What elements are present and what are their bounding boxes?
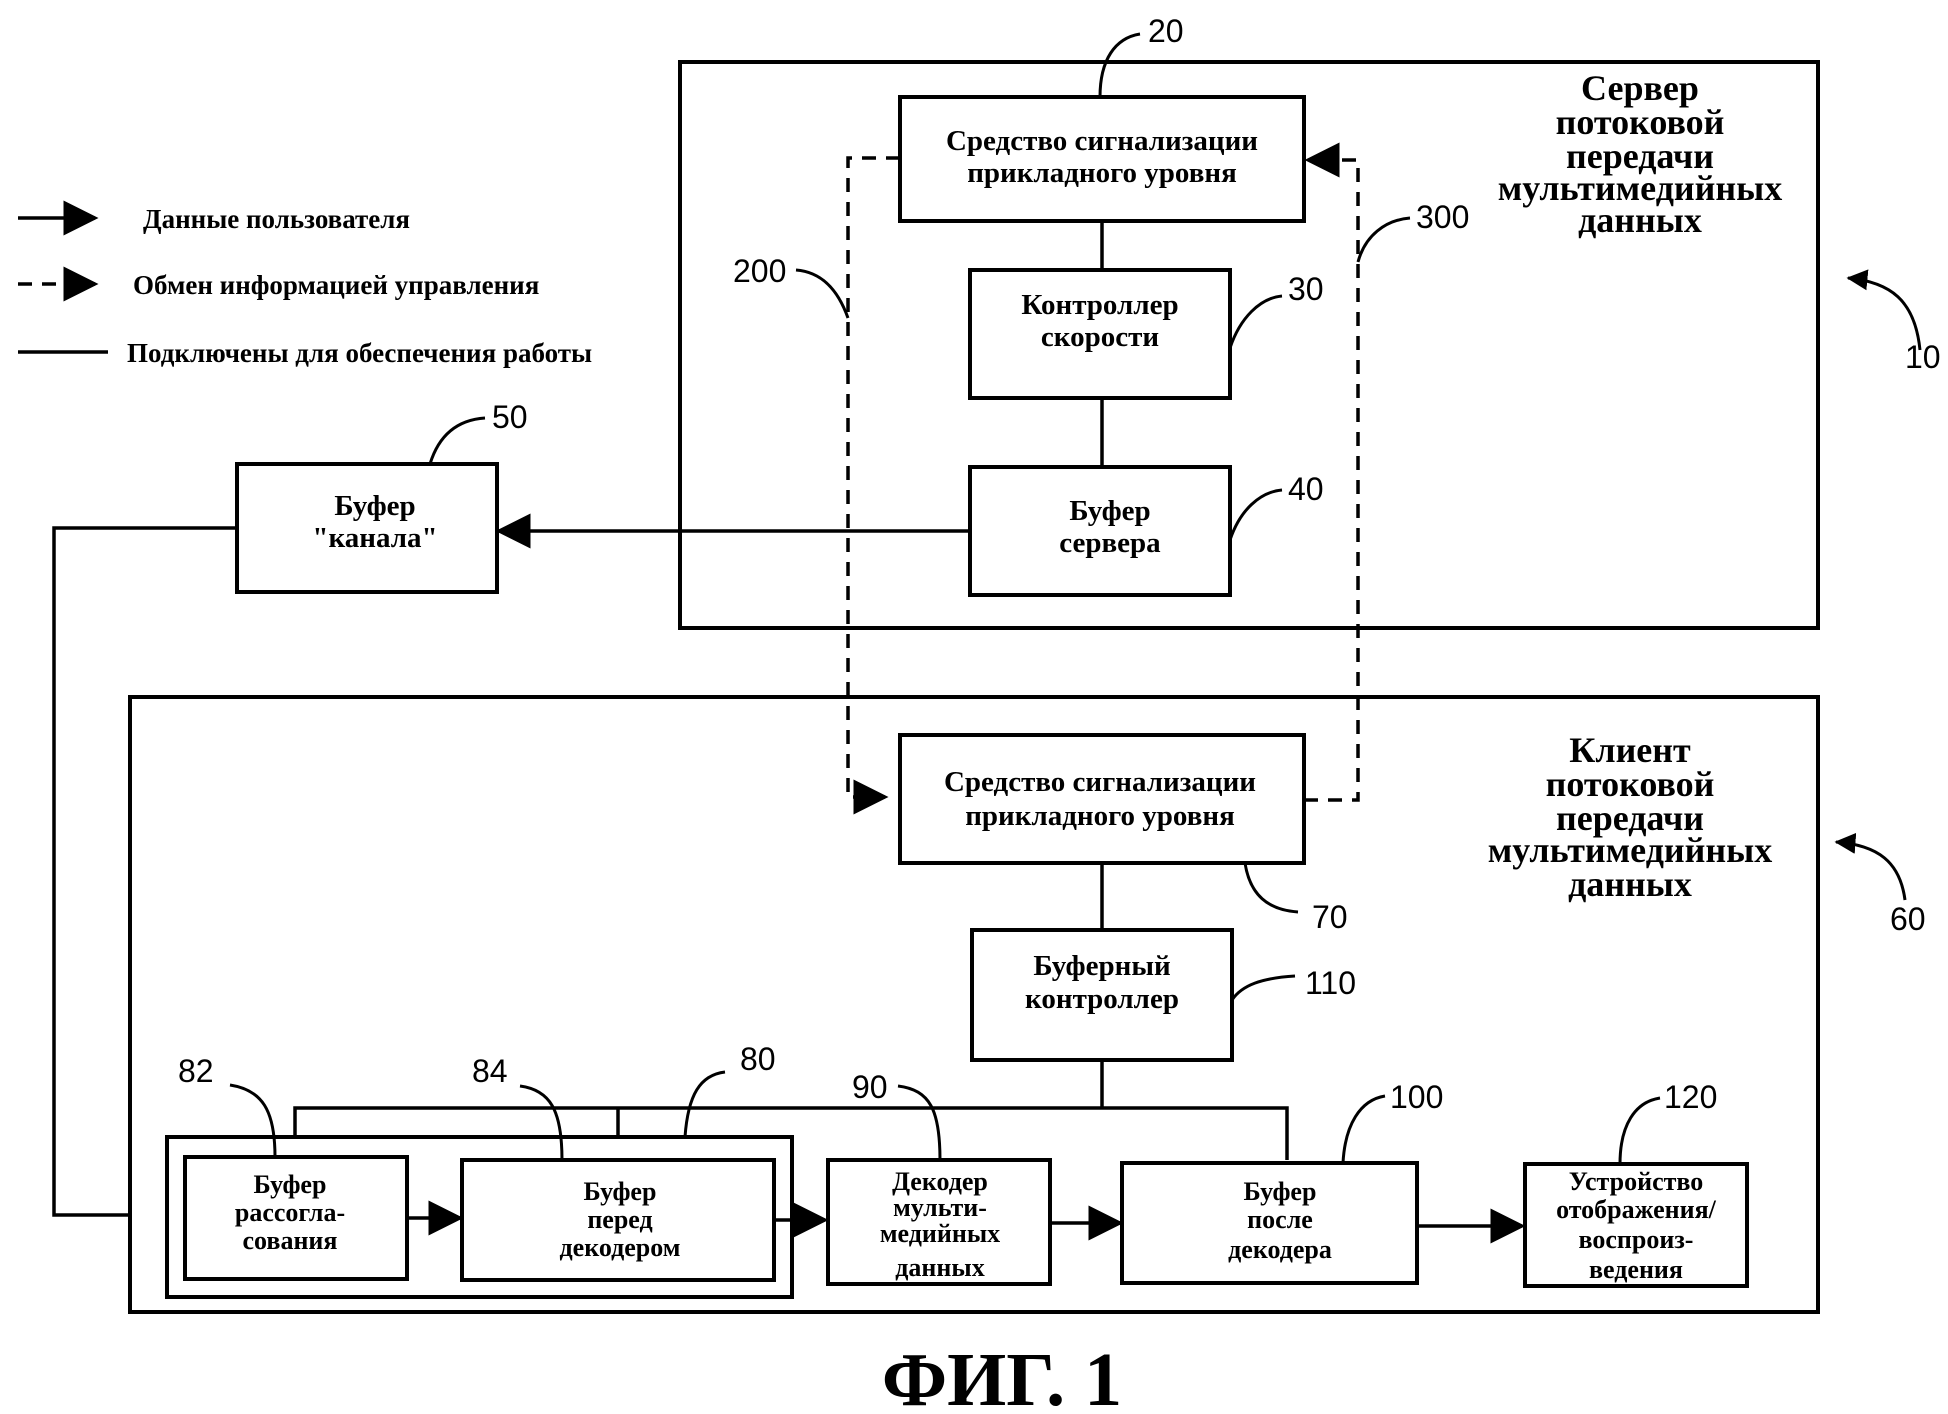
ref-30: 30 (1288, 271, 1324, 307)
svg-text:"канала": "канала" (312, 522, 437, 554)
controller-bus (293, 1106, 1289, 1160)
ref-82: 82 (178, 1053, 214, 1089)
svg-text:сервера: сервера (1059, 527, 1161, 559)
rate-controller-box (968, 268, 1232, 400)
channel-buffer-label: Буфер (334, 490, 415, 522)
svg-text:Клиент: Клиент (1569, 730, 1691, 770)
svg-text:передачи: передачи (1556, 798, 1704, 838)
client-title: Клиент потоковой передачи мультимедийных… (1488, 730, 1772, 904)
ref-leader-20 (1098, 32, 1141, 98)
svg-text:рассогла-: рассогла- (235, 1198, 345, 1227)
server-buffer-box (968, 465, 1232, 597)
postdecoder-buffer-label: Буфер (1244, 1177, 1317, 1206)
svg-text:скорости: скорости (1041, 321, 1159, 353)
legend: Данные пользователя Обмен информацией уп… (18, 200, 592, 368)
buffer-controller-box (970, 928, 1234, 1062)
ref-20: 20 (1148, 13, 1184, 49)
control-path-300 (1304, 142, 1360, 802)
server-ref: 10 (1905, 339, 1941, 375)
ref-84: 84 (472, 1053, 508, 1089)
channel-to-dejitter-arrow (52, 526, 237, 1233)
legend-operative-connection: Подключены для обеспечения работы (127, 338, 592, 368)
svg-text:контроллер: контроллер (1025, 983, 1179, 1015)
client-ref: 60 (1890, 901, 1926, 937)
svg-text:данных: данных (895, 1253, 984, 1282)
ref-100: 100 (1390, 1079, 1443, 1115)
svg-text:Сервер: Сервер (1581, 68, 1699, 108)
svg-text:перед: перед (587, 1205, 652, 1234)
legend-control-exchange: Обмен информацией управления (133, 270, 539, 300)
ref-leader-50 (428, 416, 486, 465)
svg-text:прикладного уровня: прикладного уровня (967, 157, 1237, 189)
ref-90: 90 (852, 1069, 888, 1105)
svg-text:сования: сования (243, 1226, 338, 1255)
client-signaling-box (898, 733, 1306, 865)
svg-text:воспроиз-: воспроиз- (1579, 1225, 1694, 1254)
ref-80: 80 (740, 1041, 776, 1077)
svg-text:мультимедийных: мультимедийных (1488, 830, 1772, 870)
ref-leader-30 (1228, 294, 1283, 349)
server-ref-arrow (1846, 269, 1922, 351)
ref-110: 110 (1305, 965, 1356, 1001)
ref-50: 50 (492, 399, 528, 435)
svg-text:ведения: ведения (1589, 1255, 1683, 1284)
svg-text:данных: данных (1568, 864, 1692, 904)
rate-controller-label: Контроллер (1021, 289, 1178, 321)
svg-text:декодера: декодера (1228, 1235, 1332, 1264)
predecoder-buffer-box (460, 1158, 776, 1282)
ref-200: 200 (733, 253, 786, 289)
svg-text:прикладного уровня: прикладного уровня (965, 800, 1235, 832)
ref-leader-40 (1228, 488, 1283, 541)
svg-text:декодером: декодером (560, 1233, 681, 1262)
svg-text:передачи: передачи (1566, 136, 1714, 176)
buffer-controller-label: Буферный (1033, 950, 1170, 982)
control-path-200 (846, 156, 900, 815)
decoder-label: Декодер (892, 1167, 988, 1196)
svg-text:мульти-: мульти- (893, 1193, 987, 1222)
server-title: Сервер потоковой передачи мультимедийных… (1498, 68, 1782, 240)
channel-buffer-box (235, 462, 499, 594)
dejitter-buffer-label: Буфер (254, 1170, 327, 1199)
ref-40: 40 (1288, 471, 1324, 507)
predecoder-buffer-label: Буфер (584, 1177, 657, 1206)
client-ref-arrow (1834, 832, 1907, 901)
svg-text:потоковой: потоковой (1556, 102, 1725, 142)
ref-70: 70 (1312, 899, 1348, 935)
postdecoder-buffer-box (1120, 1161, 1419, 1285)
figure-caption: ФИГ. 1 (882, 1338, 1122, 1414)
legend-user-data: Данные пользователя (143, 204, 410, 234)
svg-text:медийных: медийных (880, 1219, 1000, 1248)
svg-text:мультимедийных: мультимедийных (1498, 168, 1782, 208)
svg-text:после: после (1247, 1205, 1313, 1234)
ref-120: 120 (1664, 1079, 1717, 1115)
svg-text:данных: данных (1578, 200, 1702, 240)
svg-text:потоковой: потоковой (1546, 764, 1715, 804)
display-device-box (1523, 1162, 1749, 1288)
server-buffer-label: Буфер (1069, 495, 1150, 527)
ref-300: 300 (1416, 199, 1469, 235)
client-signaling-label: Средство сигнализации (944, 766, 1256, 798)
server-signaling-box (898, 95, 1306, 223)
display-device-label: Устройство (1569, 1167, 1704, 1196)
server-signaling-label: Средство сигнализации (946, 125, 1258, 157)
svg-text:отображения/: отображения/ (1556, 1195, 1717, 1224)
